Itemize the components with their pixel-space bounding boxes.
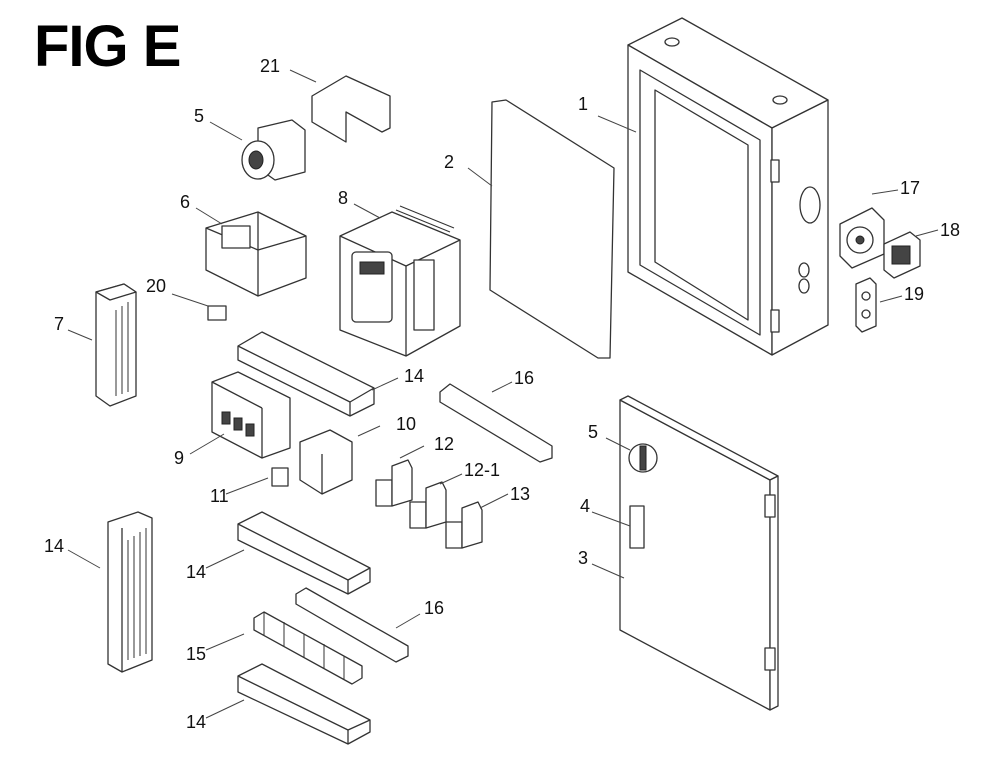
door-handle xyxy=(629,505,645,549)
label-3: 3 xyxy=(578,548,588,568)
relay-13 xyxy=(445,501,483,549)
terminal-connector xyxy=(855,277,877,333)
cooling-fan xyxy=(839,207,885,269)
label-1: 1 xyxy=(578,94,588,114)
din-rail-bottom xyxy=(295,587,409,663)
fan-filter-grille xyxy=(883,231,921,279)
enclosure-door xyxy=(619,395,779,711)
label-9: 9 xyxy=(174,448,184,468)
label-14-bottom: 14 xyxy=(186,712,206,732)
label-18: 18 xyxy=(940,220,960,240)
rotary-disconnect-switch xyxy=(241,119,306,181)
label-17: 17 xyxy=(900,178,920,198)
leader-lines xyxy=(67,69,939,719)
label-21: 21 xyxy=(260,56,280,76)
label-2: 2 xyxy=(444,152,454,172)
label-6: 6 xyxy=(180,192,190,212)
label-4: 4 xyxy=(580,496,590,516)
label-20: 20 xyxy=(146,276,166,296)
door-rotary-knob xyxy=(628,443,658,473)
label-15: 15 xyxy=(186,644,206,664)
label-14-top: 14 xyxy=(404,366,424,386)
label-12: 12 xyxy=(434,434,454,454)
horizontal-wiring-duct-bottom xyxy=(237,663,371,745)
figure-title: FIG E xyxy=(34,14,181,79)
vertical-wiring-duct-left xyxy=(107,511,153,673)
relay-12-1 xyxy=(409,481,447,529)
label-14-left: 14 xyxy=(44,536,64,556)
label-8: 8 xyxy=(338,188,348,208)
label-13: 13 xyxy=(510,484,530,504)
label-7: 7 xyxy=(54,314,64,334)
label-5-top: 5 xyxy=(194,106,204,126)
vertical-wiring-duct xyxy=(95,283,137,407)
label-12-1: 12-1 xyxy=(464,460,500,480)
terminal-strip xyxy=(253,611,363,685)
contactor xyxy=(299,429,353,495)
label-10: 10 xyxy=(396,414,416,434)
auxiliary-contact xyxy=(271,467,289,487)
label-19: 19 xyxy=(904,284,924,304)
small-terminal-block xyxy=(207,305,227,321)
label-14-middle: 14 xyxy=(186,562,206,582)
horizontal-wiring-duct-top xyxy=(237,331,375,417)
circuit-breakers xyxy=(211,371,291,459)
label-16-top: 16 xyxy=(514,368,534,388)
label-11: 11 xyxy=(210,486,229,506)
mounting-plate xyxy=(489,99,615,359)
label-16-bottom: 16 xyxy=(424,598,444,618)
mounting-bracket xyxy=(311,75,391,143)
relay-12 xyxy=(375,459,413,507)
din-rail-top xyxy=(439,383,553,463)
transformer xyxy=(205,211,307,297)
inverter-drive xyxy=(339,205,461,357)
enclosure-body xyxy=(627,17,829,356)
horizontal-wiring-duct-middle xyxy=(237,511,371,595)
label-5-door: 5 xyxy=(588,422,598,442)
